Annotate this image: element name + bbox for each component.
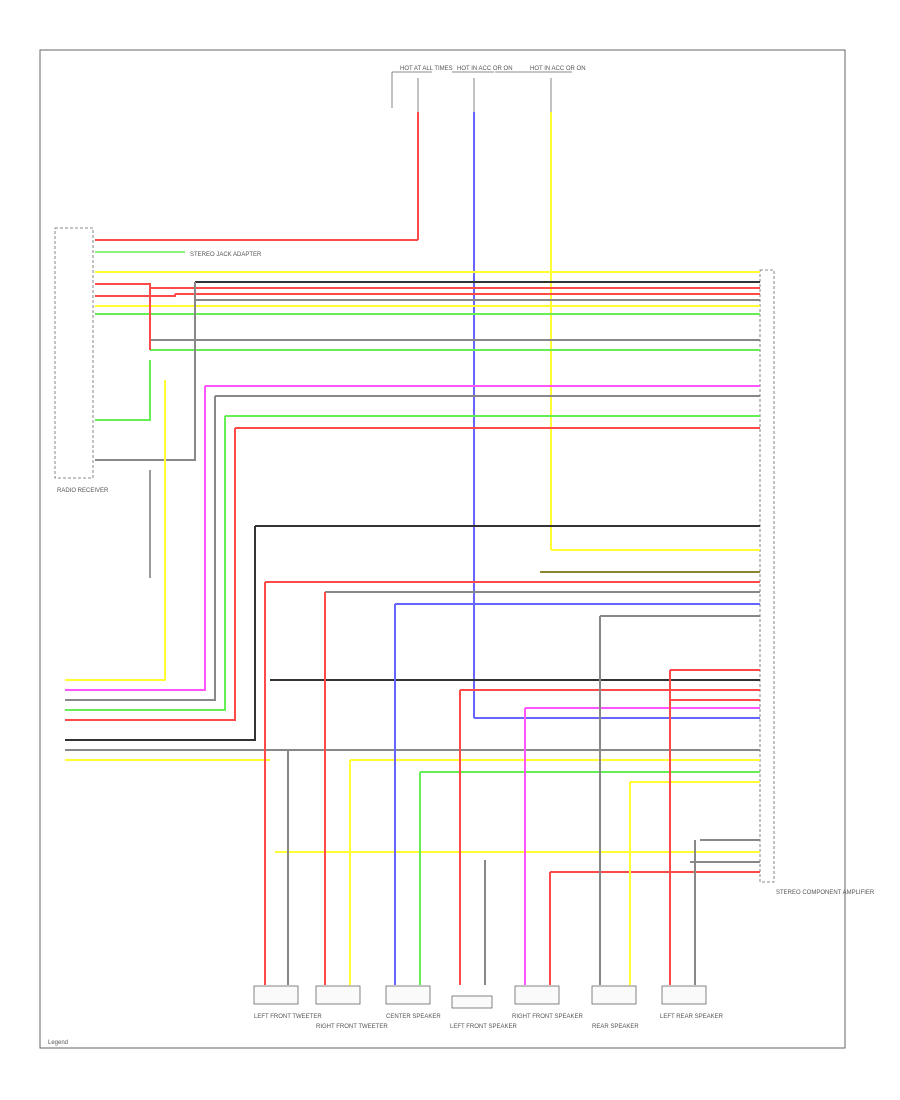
amplifier-module <box>759 269 775 883</box>
fuse-label-1: HOT AT ALL TIMES <box>400 66 453 72</box>
fuse-label-3: HOT IN ACC OR ON <box>530 66 586 72</box>
speaker-3 <box>385 985 431 1005</box>
speaker-label-1: LEFT FRONT TWEETER <box>254 1014 322 1020</box>
speaker-7 <box>661 985 707 1005</box>
radio-receiver-module <box>54 227 94 479</box>
speaker-2 <box>315 985 361 1005</box>
fuse-group <box>391 71 572 112</box>
legend-label: Legend <box>48 1040 68 1046</box>
speaker-1 <box>253 985 299 1005</box>
connector-note: STEREO JACK ADAPTER <box>190 252 262 258</box>
diagram-frame <box>39 49 846 1049</box>
radio-receiver-label: RADIO RECEIVER <box>57 488 109 494</box>
speaker-row <box>253 985 707 1009</box>
speaker-6 <box>591 985 637 1005</box>
amplifier-label: STEREO COMPONENT AMPLIFIER <box>776 890 875 896</box>
speaker-5 <box>514 985 560 1005</box>
speaker-label-4: LEFT FRONT SPEAKER <box>450 1024 517 1030</box>
fuse-label-2: HOT IN ACC OR ON <box>457 66 513 72</box>
left-risers <box>65 282 270 761</box>
speaker-drops <box>264 582 696 985</box>
speaker-label-7: LEFT REAR SPEAKER <box>660 1014 724 1020</box>
speaker-label-3: CENTER SPEAKER <box>386 1014 441 1020</box>
lower-bus-wires <box>270 669 760 873</box>
speaker-label-5: RIGHT FRONT SPEAKER <box>512 1014 583 1020</box>
bus-wires <box>95 271 760 617</box>
speaker-label-6: REAR SPEAKER <box>592 1024 639 1030</box>
speaker-label-2: RIGHT FRONT TWEETER <box>316 1024 388 1030</box>
speaker-4 <box>451 995 493 1009</box>
